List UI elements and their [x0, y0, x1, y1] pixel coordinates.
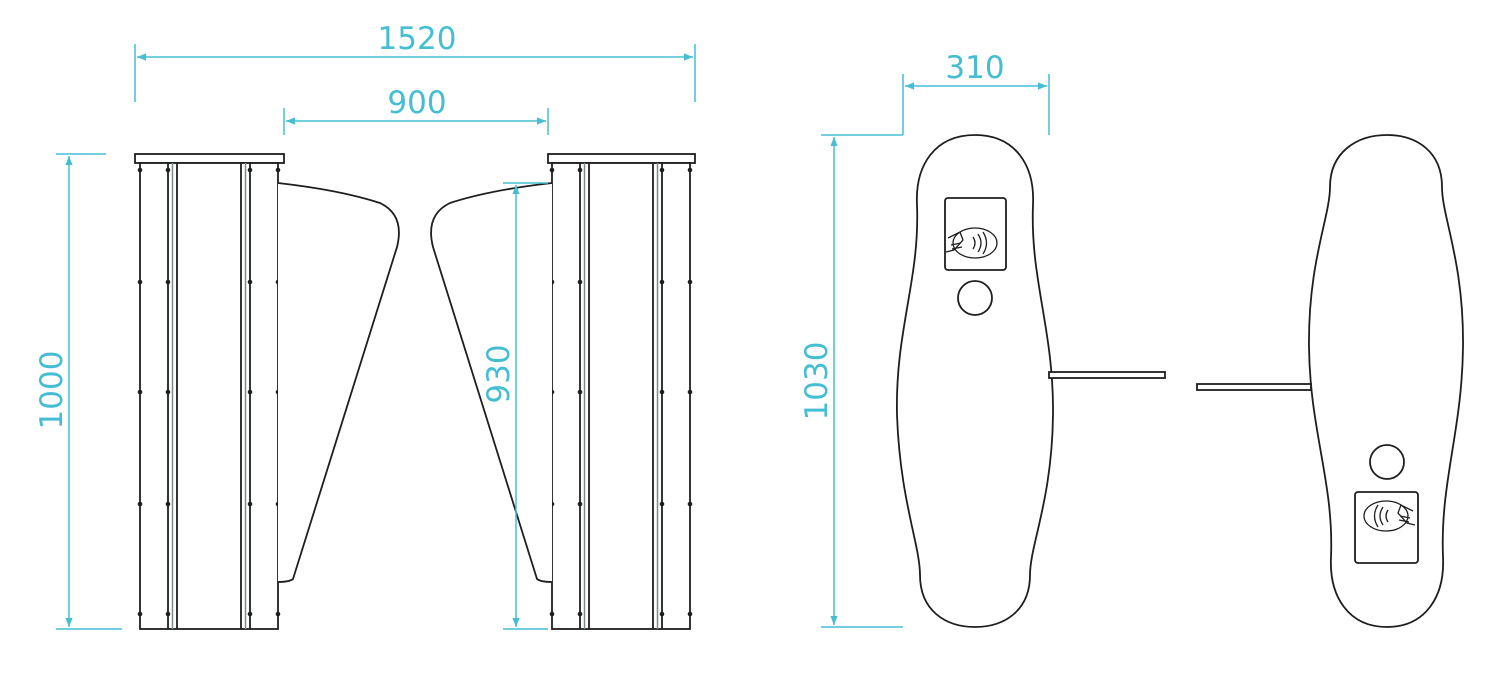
top-view [896, 134, 1464, 628]
left-plan-housing [896, 134, 1054, 628]
dimension-lines [56, 44, 1050, 630]
card-reader-panel [1354, 491, 1419, 564]
right-arm-bar [1196, 383, 1312, 391]
dimension-label-flap-height: 930 [481, 344, 517, 403]
left-arm-bar [1048, 371, 1166, 379]
dimension-label-overall-height: 1030 [799, 342, 835, 421]
right-cabinet-body [551, 162, 691, 630]
sensor-circle-icon [957, 280, 993, 316]
right-flap-wing [430, 182, 553, 583]
dimension-label-cabinet-height: 1000 [34, 351, 70, 430]
dimension-label-cabinet-depth: 310 [945, 50, 1004, 86]
dimension-label-total-width: 1520 [378, 21, 457, 57]
dimension-label-passage-width: 900 [387, 85, 446, 121]
left-plan-unit [896, 134, 1166, 628]
contactless-card-icon [945, 227, 998, 259]
dimension-labels: 1520 900 310 1000 930 1030 [34, 21, 1005, 429]
card-reader-panel [944, 197, 1007, 271]
left-flap-wing [277, 182, 400, 583]
left-cabinet [134, 153, 400, 630]
right-cabinet-top-cap [547, 153, 696, 164]
sensor-circle-icon [1369, 444, 1405, 480]
right-cabinet [430, 153, 696, 630]
front-view [134, 153, 696, 630]
left-cabinet-top-cap [134, 153, 285, 164]
right-plan-unit [1196, 134, 1464, 628]
contactless-card-icon [1363, 500, 1416, 532]
right-plan-housing [1308, 134, 1464, 628]
right-cabinet-rivets [549, 167, 693, 617]
left-cabinet-body [139, 162, 279, 630]
